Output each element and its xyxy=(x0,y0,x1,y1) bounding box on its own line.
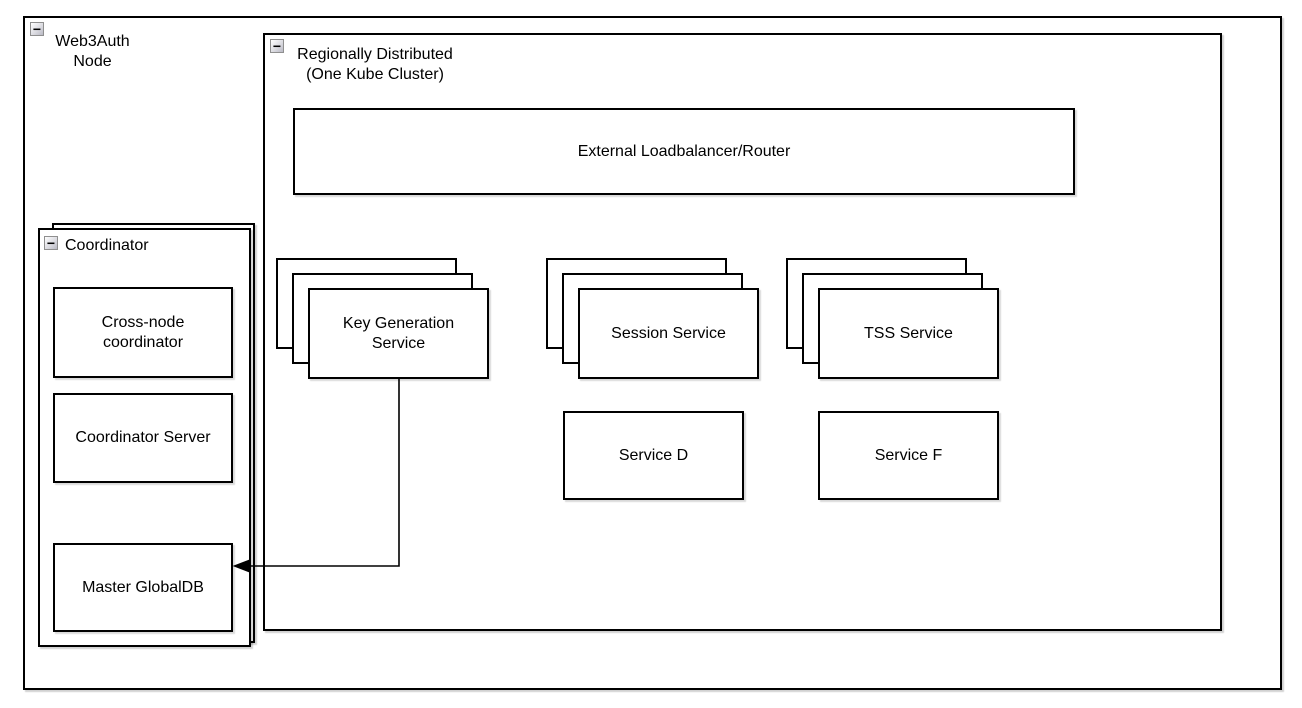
container-label-coordinator: Coordinator xyxy=(65,237,149,254)
node-label: Cross-node coordinator xyxy=(101,313,185,351)
node-label: TSS Service xyxy=(864,324,953,342)
collapse-minus-icon[interactable]: − xyxy=(30,22,44,36)
node-tss-service-stack[interactable]: TSS Service xyxy=(786,258,999,379)
node-label: Master GlobalDB xyxy=(82,578,204,596)
node-external-loadbalancer[interactable]: External Loadbalancer/Router xyxy=(293,108,1075,195)
collapse-minus-icon[interactable]: − xyxy=(270,39,284,53)
node-label: Service F xyxy=(874,446,943,464)
container-web3auth-node[interactable]: − Web3Auth Node − Regionally Distributed… xyxy=(23,16,1282,690)
node-label: Key Generation Service xyxy=(342,314,455,352)
minus-glyph: − xyxy=(46,234,56,251)
container-coordinator-group[interactable]: − Coordinator Cross-node coordinator Coo… xyxy=(38,223,255,647)
stack-layer-front[interactable]: Key Generation Service xyxy=(308,288,489,379)
container-label-web3auth-node: Web3Auth Node xyxy=(55,33,130,70)
node-cross-node-coordinator[interactable]: Cross-node coordinator xyxy=(53,287,233,378)
node-service-f[interactable]: Service F xyxy=(818,411,999,500)
minus-glyph: − xyxy=(272,37,282,54)
node-coordinator-server[interactable]: Coordinator Server xyxy=(53,393,233,483)
container-label-regionally-distributed: Regionally Distributed (One Kube Cluster… xyxy=(297,46,453,83)
node-label: Session Service xyxy=(611,324,726,342)
node-label: External Loadbalancer/Router xyxy=(577,142,791,160)
container-regionally-distributed[interactable]: − Regionally Distributed (One Kube Clust… xyxy=(263,33,1222,631)
node-session-service-stack[interactable]: Session Service xyxy=(546,258,759,379)
node-key-generation-service-stack[interactable]: Key Generation Service xyxy=(276,258,489,379)
minus-glyph: − xyxy=(32,20,42,37)
node-label: Coordinator Server xyxy=(75,429,211,446)
stack-layer-front[interactable]: TSS Service xyxy=(818,288,999,379)
node-service-d[interactable]: Service D xyxy=(563,411,744,500)
node-master-globaldb[interactable]: Master GlobalDB xyxy=(53,543,233,632)
node-label: Service D xyxy=(618,446,689,464)
collapse-minus-icon[interactable]: − xyxy=(44,236,58,250)
stack-layer-front[interactable]: Session Service xyxy=(578,288,759,379)
